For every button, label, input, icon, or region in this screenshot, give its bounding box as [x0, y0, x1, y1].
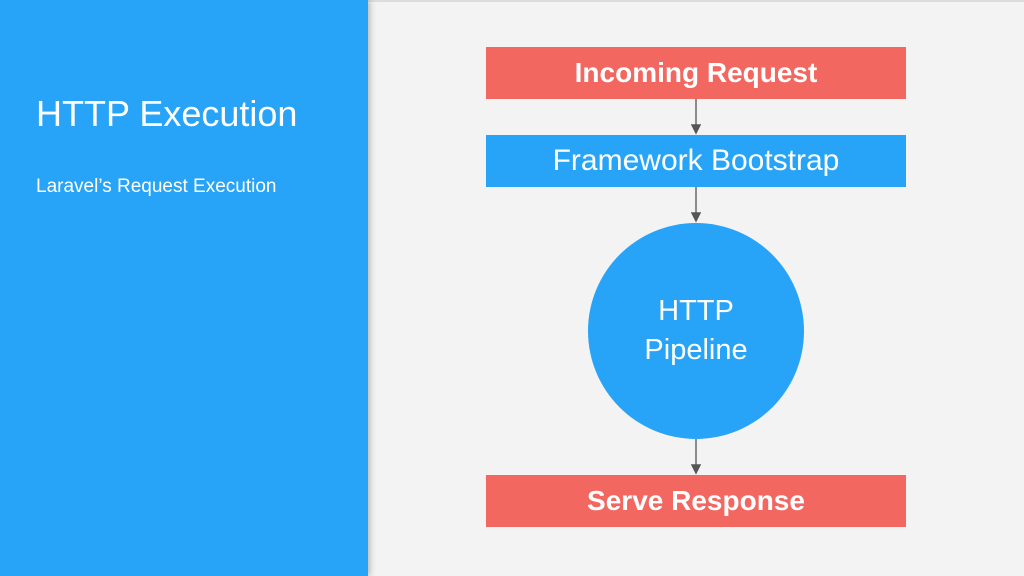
top-divider	[368, 0, 1024, 2]
http-pipeline-circle: HTTP Pipeline	[588, 223, 804, 439]
framework-bootstrap-box: Framework Bootstrap	[486, 135, 906, 187]
title-panel: HTTP Execution Laravel’s Request Executi…	[0, 0, 368, 576]
incoming-request-label: Incoming Request	[574, 57, 818, 88]
framework-bootstrap-label: Framework Bootstrap	[552, 144, 840, 177]
serve-response-label: Serve Response	[587, 485, 805, 516]
pipeline-label-line1: HTTP	[658, 295, 734, 327]
incoming-request-box: Incoming Request	[486, 47, 906, 99]
serve-response-box: Serve Response	[486, 475, 906, 527]
slide-title: HTTP Execution	[36, 93, 298, 134]
pipeline-label-line2: Pipeline	[644, 334, 748, 366]
slide-subtitle: Laravel’s Request Execution	[36, 176, 277, 197]
